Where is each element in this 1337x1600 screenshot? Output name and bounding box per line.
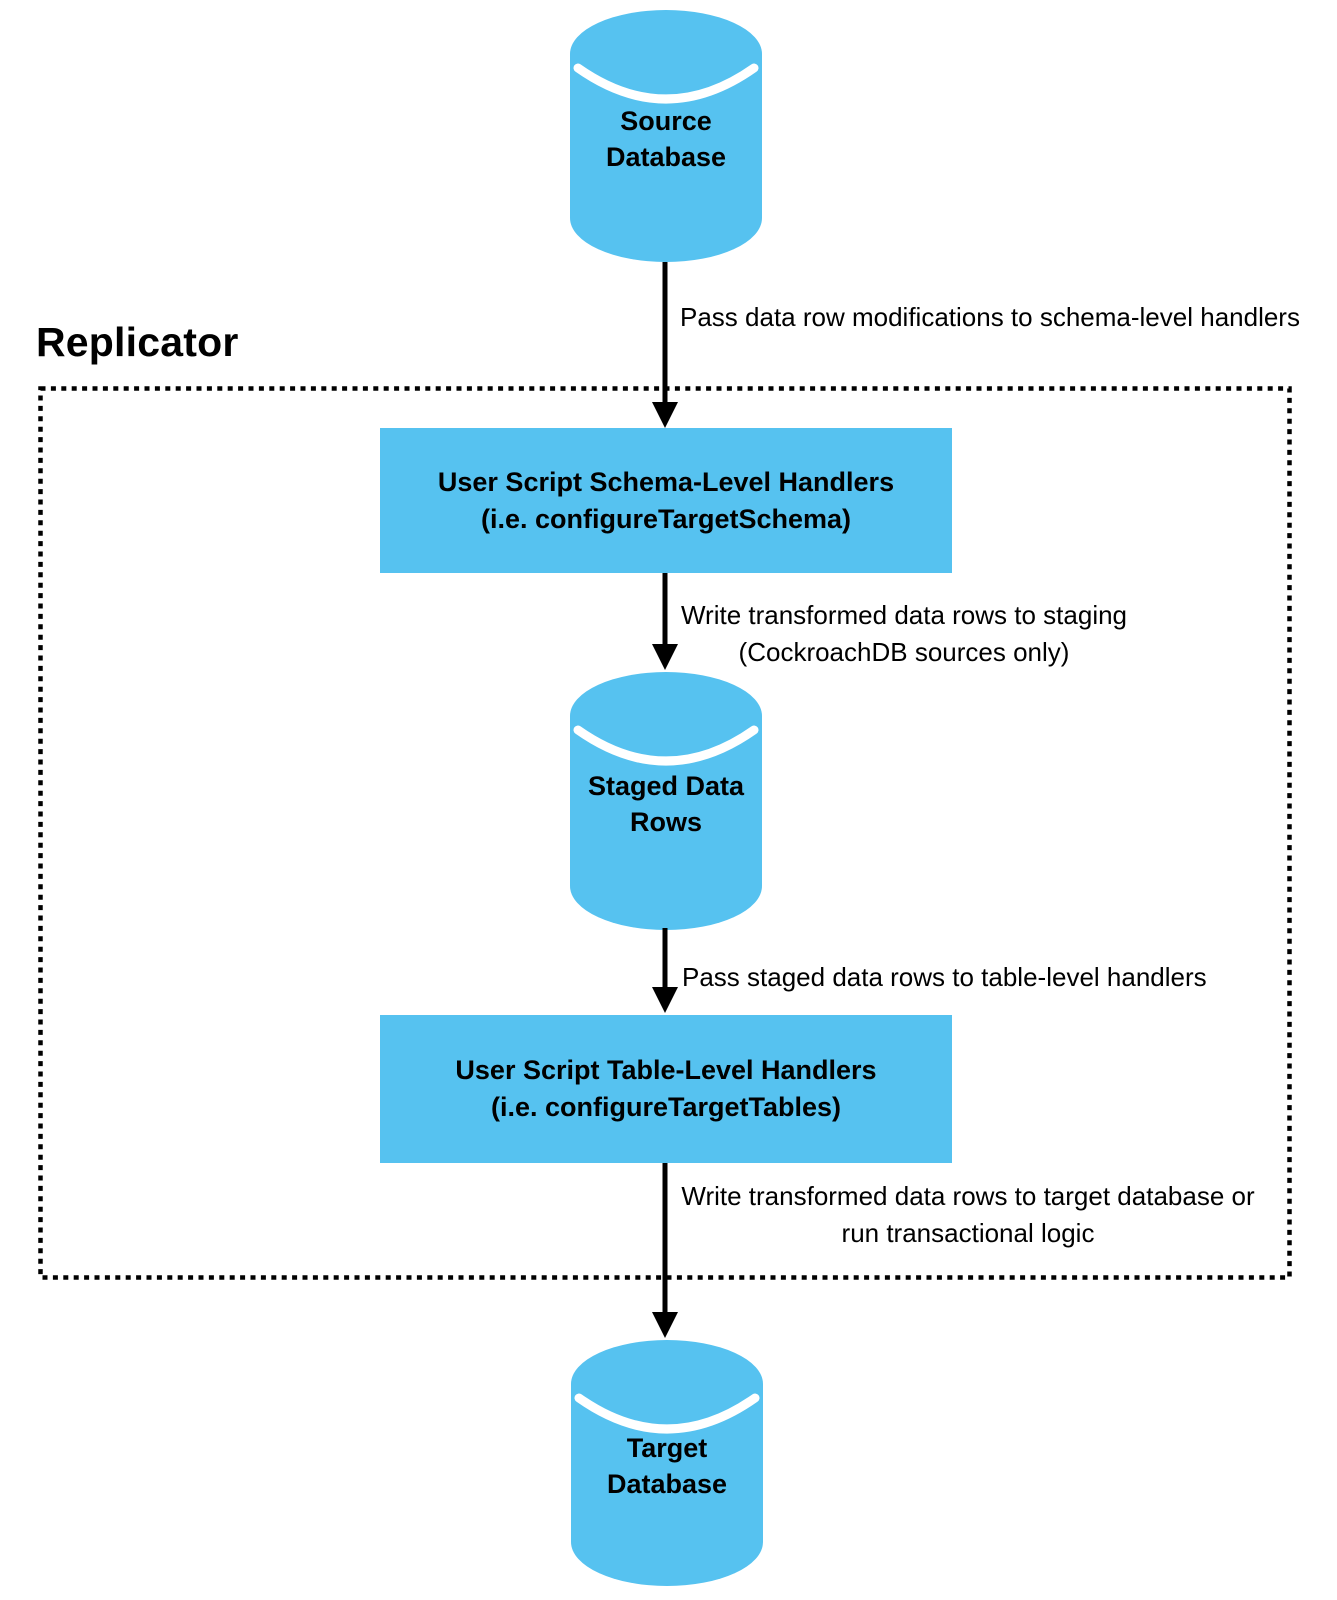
arrow-down-icon: [652, 262, 678, 428]
edge-label-staged-to-table: Pass staged data rows to table-level han…: [682, 962, 1207, 992]
node-label-line: Staged Data: [587, 771, 745, 801]
source-database-label: Source Database: [570, 10, 762, 262]
database-cylinder-icon: [571, 1340, 763, 1586]
node-label-line: User Script Table-Level Handlers: [455, 1055, 877, 1085]
staged-data-rows-node: Staged Data Rows: [570, 672, 762, 930]
target-database-label: Target Database: [571, 1340, 763, 1586]
staged-data-rows-label: Staged Data Rows: [570, 672, 762, 930]
source-database-node: Source Database: [570, 10, 762, 262]
edge-label-line: run transactional logic: [841, 1218, 1095, 1248]
replicator-title: Replicator: [36, 319, 239, 365]
node-label-line: Database: [605, 142, 727, 172]
target-database-node: Target Database: [571, 1340, 763, 1586]
edge-label-schema-to-staged: Write transformed data rows to staging (…: [664, 597, 1144, 671]
edge-label-line: (CockroachDB sources only): [738, 637, 1070, 667]
arrow-down-icon: [652, 573, 678, 670]
edge-label-source-to-schema: Pass data row modifications to schema-le…: [680, 302, 1300, 332]
node-label-line: Database: [606, 1469, 728, 1499]
edge-label-line: Write transformed data rows to target da…: [681, 1181, 1255, 1211]
arrow-down-icon: [652, 928, 678, 1013]
database-cylinder-icon: [570, 672, 762, 930]
arrow-down-icon: [652, 1163, 678, 1338]
node-label-line: Target: [626, 1433, 708, 1463]
schema-handlers-node: User Script Schema-Level Handlers (i.e. …: [380, 428, 952, 573]
replicator-boundary-box: [38, 386, 1292, 1280]
edge-label-line: Write transformed data rows to staging: [680, 600, 1128, 630]
database-cylinder-icon: [570, 10, 762, 262]
node-label-line: Source: [620, 106, 712, 136]
edge-label-table-to-target: Write transformed data rows to target da…: [668, 1178, 1268, 1252]
node-label-line: Rows: [629, 807, 702, 837]
node-label-line: (i.e. configureTargetTables): [490, 1092, 842, 1122]
table-handlers-node: User Script Table-Level Handlers (i.e. c…: [380, 1015, 952, 1163]
node-label-line: User Script Schema-Level Handlers: [437, 466, 895, 497]
node-label-line: (i.e. configureTargetSchema): [480, 503, 852, 534]
